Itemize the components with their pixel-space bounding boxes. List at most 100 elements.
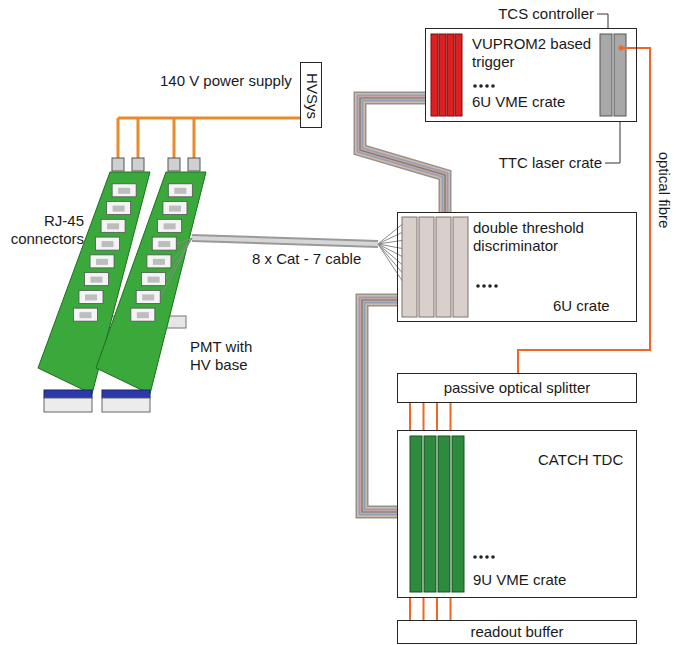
- rj45-socket: [158, 241, 170, 247]
- annotation-label: TTC laser crate: [488, 154, 602, 172]
- box-title: double threshold discriminator: [473, 219, 623, 255]
- box-subtitle: 6U crate: [553, 297, 610, 315]
- cable-fan: [160, 219, 412, 297]
- rj45-socket: [164, 223, 176, 229]
- crate-box: readout buffer: [397, 620, 637, 644]
- rj45-socket: [96, 259, 108, 265]
- crate-box: double threshold discriminator 6U crate: [397, 212, 637, 322]
- cat7-cable: [192, 238, 378, 244]
- rj45-socket: [153, 259, 165, 265]
- annotation-label: RJ-45 connectors: [4, 212, 84, 248]
- power-supply-box: HVSys: [300, 62, 322, 128]
- ribbon-cable: [360, 98, 445, 212]
- optical-fibre: [436, 403, 438, 430]
- hv-connector: [188, 158, 200, 171]
- box-title: HVSys: [303, 73, 321, 119]
- rj45-socket: [174, 188, 186, 194]
- leader-line: [605, 122, 620, 163]
- fibre-stub: [622, 47, 637, 49]
- tdc-module: [452, 436, 464, 592]
- connector-group: [360, 98, 445, 212]
- tdc-module: [438, 436, 450, 592]
- rj45-socket: [79, 312, 91, 318]
- fibre-port: [619, 46, 624, 51]
- cable-strand: [378, 244, 405, 285]
- hv-cable: [118, 118, 300, 160]
- rj45-socket: [107, 223, 119, 229]
- rj45-connector: [85, 273, 109, 286]
- optical-fibre: [423, 403, 425, 430]
- rj45-connector: [112, 184, 136, 197]
- box-title: VUPROM2 based trigger: [472, 35, 597, 71]
- rj45-socket: [85, 294, 97, 300]
- connector-group: [410, 403, 451, 430]
- rj45-connector: [152, 237, 176, 250]
- cable-strand: [378, 240, 405, 244]
- rj45-socket: [91, 277, 103, 283]
- ribbon-cable: [362, 300, 397, 512]
- optical-fibre: [409, 598, 411, 620]
- connector-group: [410, 598, 451, 620]
- disc-module: [436, 217, 451, 317]
- hv-connector: [168, 158, 180, 171]
- hv-connector: [112, 158, 124, 171]
- annotation-label: 140 V power supply: [160, 72, 292, 90]
- rj45-connector: [107, 202, 131, 215]
- box-title: passive optical splitter: [398, 379, 636, 397]
- annotation-label: TCS controller: [480, 5, 594, 23]
- vme-module: [447, 34, 454, 116]
- vme-module: [455, 34, 462, 116]
- rj45-socket: [137, 312, 149, 318]
- hv-connector: [132, 158, 144, 171]
- rj45-connector: [136, 290, 160, 303]
- rj45-connector: [79, 290, 103, 303]
- tcs-module: [600, 34, 612, 116]
- disc-module: [453, 217, 468, 317]
- optical-fibre: [450, 598, 452, 620]
- pmt-pins: [102, 390, 150, 398]
- rj45-socket: [148, 277, 160, 283]
- vme-module: [431, 34, 438, 116]
- rj45-connector: [73, 308, 97, 321]
- rj45-connector: [158, 219, 182, 232]
- rj45-socket: [169, 206, 181, 212]
- rj45-socket: [113, 206, 125, 212]
- rj45-connector: [101, 219, 125, 232]
- box-title: CATCH TDC: [538, 451, 623, 469]
- ribbon-stripe: [360, 98, 445, 212]
- vme-module: [439, 34, 446, 116]
- annotation-label: 8 x Cat - 7 cable: [252, 250, 361, 268]
- pcb-board: [96, 172, 206, 394]
- crate-box: passive optical splitter: [397, 373, 637, 403]
- cable-strand: [378, 244, 405, 267]
- rj45-socket: [118, 188, 130, 194]
- cable-strand: [378, 231, 405, 244]
- ribbon-stripe: [360, 98, 445, 212]
- edge-label: optical fibre: [655, 152, 673, 229]
- ribbon-stripe: [362, 300, 397, 512]
- leader-line: [597, 14, 608, 28]
- optical-fibre: [450, 403, 452, 430]
- crate-box: CATCH TDC 9U VME crate: [397, 430, 637, 598]
- pmt-body: [44, 398, 92, 412]
- box-subtitle: 9U VME crate: [473, 571, 566, 589]
- disc-module: [402, 217, 417, 317]
- pmt-pins: [44, 390, 92, 398]
- cable-strand: [378, 244, 405, 276]
- cable-strand: [378, 222, 405, 244]
- connector-group: [362, 300, 397, 512]
- optical-fibre: [436, 598, 438, 620]
- rj45-connector: [90, 255, 114, 268]
- optical-fibre: [409, 403, 411, 430]
- ribbon-stripe: [362, 300, 397, 512]
- optical-fibre: [423, 598, 425, 620]
- annotation-label: PMT with HV base: [190, 338, 268, 374]
- rj45-connector: [142, 273, 166, 286]
- rj45-connector: [168, 184, 192, 197]
- rj45-connector: [147, 255, 171, 268]
- rj45-connector: [131, 308, 155, 321]
